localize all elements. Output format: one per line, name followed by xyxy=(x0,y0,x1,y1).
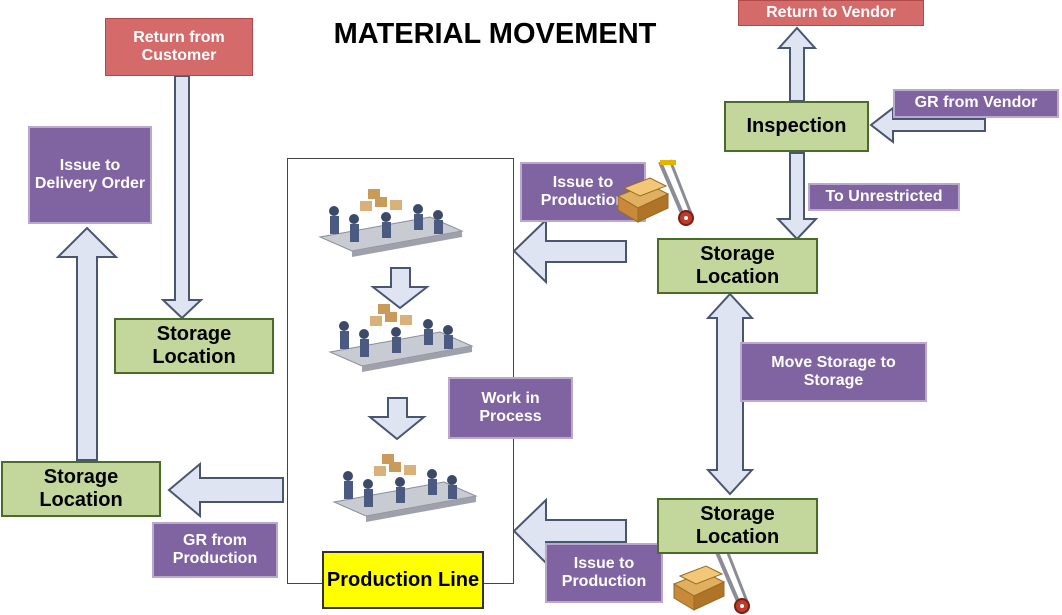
gr-from-vendor-box: GR from Vendor xyxy=(893,89,1059,118)
hand-truck-icon xyxy=(616,159,694,226)
storage-location-top-right: Storage Location xyxy=(657,238,818,294)
arrow-production-step-1 xyxy=(370,267,430,310)
arrow-inspection-to-vendor-return xyxy=(776,26,818,102)
inspection-box: Inspection xyxy=(724,101,869,152)
storage-location-bottom-left: Storage Location xyxy=(1,461,161,517)
to-unrestricted-box: To Unrestricted xyxy=(808,183,960,211)
move-storage-to-storage-box: Move Storage to Storage xyxy=(740,342,927,402)
arrow-issue-to-production-bottom xyxy=(512,497,627,566)
assembly-line-illustration xyxy=(328,304,474,372)
work-in-process-box: Work in Process xyxy=(448,377,573,439)
storage-location-bottom-right: Storage Location xyxy=(657,498,818,554)
assembly-line-illustration xyxy=(318,189,464,257)
arrow-return-customer-to-storage xyxy=(160,75,204,320)
arrow-issue-to-production-top xyxy=(512,217,627,285)
arrow-production-step-2 xyxy=(367,397,427,441)
issue-to-delivery-order-box: Issue to Delivery Order xyxy=(28,126,152,224)
production-line-label: Production Line xyxy=(322,551,484,609)
hand-truck-icon xyxy=(672,547,750,614)
arrow-production-to-storage xyxy=(167,461,284,519)
arrow-storage-to-delivery xyxy=(55,226,119,461)
return-from-customer-box: Return from Customer xyxy=(105,18,253,76)
gr-from-production-box: GR from Production xyxy=(152,522,278,578)
issue-to-production-bottom-box: Issue to Production xyxy=(545,543,663,603)
arrow-inspection-to-storage xyxy=(775,152,819,241)
return-to-vendor-box: Return to Vendor xyxy=(738,0,924,26)
diagram-title: MATERIAL MOVEMENT xyxy=(333,18,657,50)
assembly-line-illustration xyxy=(332,454,478,522)
storage-location-mid-left: Storage Location xyxy=(114,318,274,374)
